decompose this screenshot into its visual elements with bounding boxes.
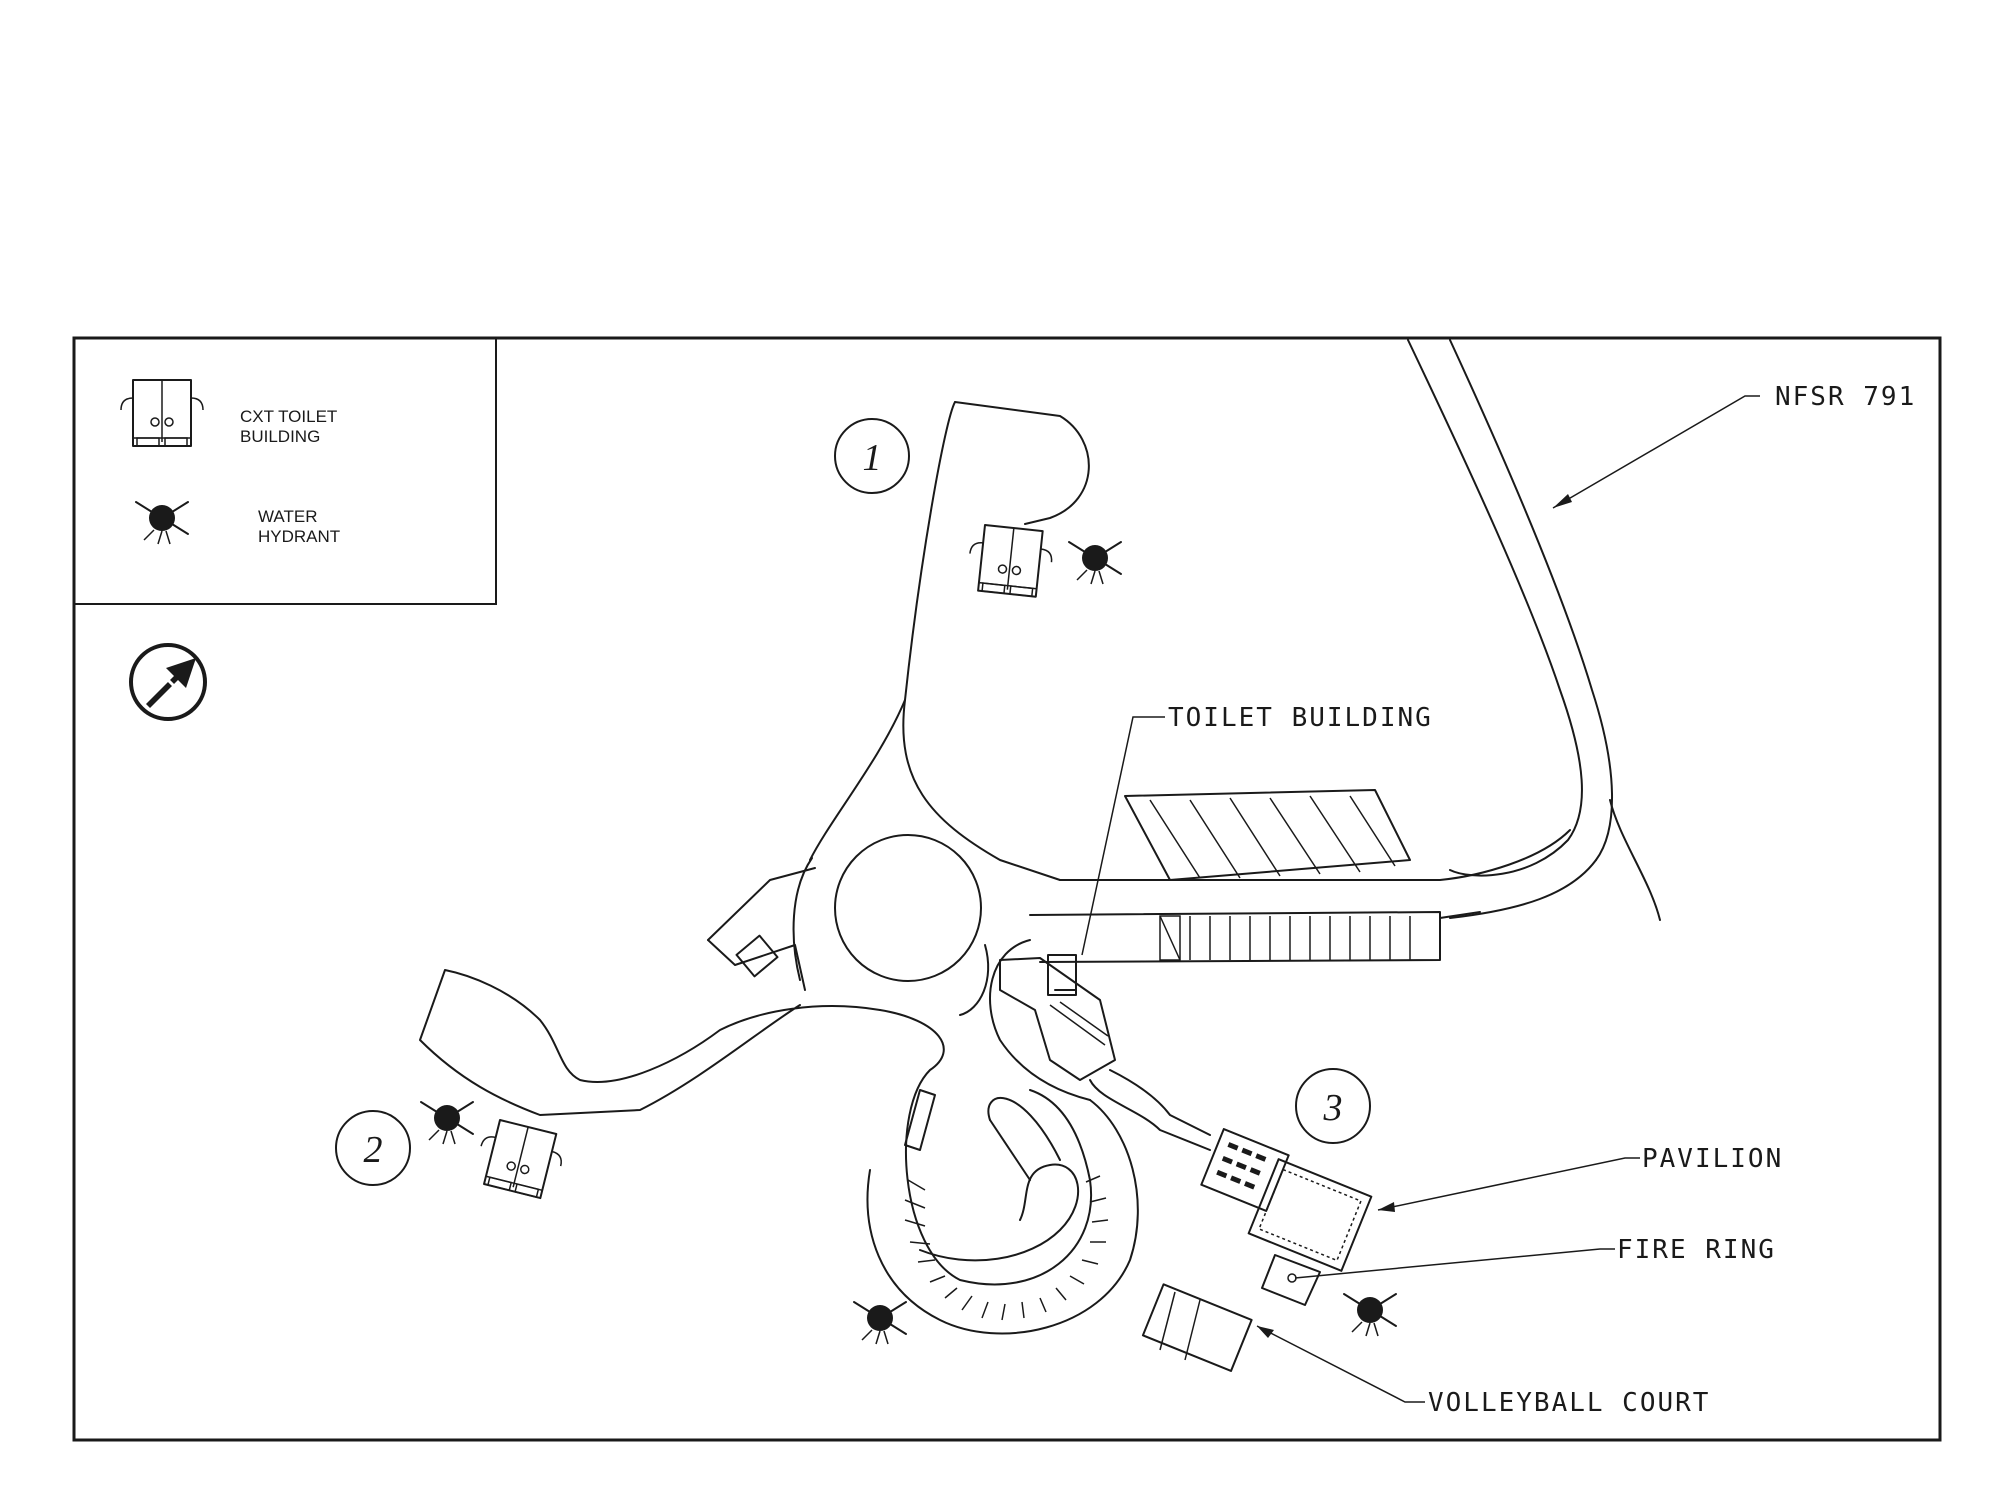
fire-ring <box>1261 1254 1321 1306</box>
pavilion <box>1200 1128 1373 1272</box>
callout-road-label: NFSR 791 <box>1775 382 1916 412</box>
callout-leaders <box>1081 395 1760 1403</box>
site-number-3: 3 <box>1323 1087 1343 1129</box>
road-nfsr-791 <box>1407 339 1661 921</box>
water-hydrant-icon <box>1343 1293 1397 1337</box>
site-number-1: 1 <box>863 437 882 479</box>
water-hydrant-icon <box>135 501 189 545</box>
spur-west <box>707 867 816 991</box>
loop-road-site-1 <box>809 401 1090 881</box>
north-arrow-icon <box>129 643 207 721</box>
legend-toilet-label-1: CXT TOILET <box>240 407 337 426</box>
legend: CXT TOILET BUILDING WATER HYDRANT <box>73 337 497 605</box>
toilet-building-icon <box>120 379 204 447</box>
water-hydrant-icon <box>853 1301 907 1345</box>
site-number-2: 2 <box>364 1129 383 1171</box>
loop-road-site-3 <box>866 939 1139 1335</box>
map-border <box>72 336 1942 1442</box>
callout-pavilion-label: PAVILION <box>1642 1144 1783 1174</box>
site-marker-3: 3 <box>1295 1068 1371 1144</box>
toilet-building-central <box>999 954 1116 1081</box>
legend-toilet-label-2: BUILDING <box>240 427 320 446</box>
road-site-2 <box>419 969 881 1116</box>
volleyball-court <box>1141 1283 1253 1372</box>
callout-volleyball-court-label: VOLLEYBALL COURT <box>1428 1388 1710 1418</box>
roundabout <box>792 834 990 1016</box>
callout-fire-ring-label: FIRE RING <box>1617 1235 1776 1265</box>
legend-hydrant-label-2: HYDRANT <box>258 527 340 546</box>
site-marker-2: 2 <box>335 1110 411 1186</box>
parking-area-north <box>1059 789 1571 881</box>
water-hydrant-icon <box>420 1101 474 1145</box>
legend-hydrant-label-1: WATER <box>258 507 318 526</box>
water-hydrant-icon <box>1068 541 1122 585</box>
toilet-building-icon <box>965 522 1056 599</box>
site-marker-1: 1 <box>834 418 910 494</box>
parking-strip-east <box>1029 911 1481 963</box>
toilet-building-icon <box>471 1116 569 1202</box>
callout-toilet-building-label: TOILET BUILDING <box>1168 703 1433 733</box>
path-to-pavilion <box>1089 1069 1211 1151</box>
